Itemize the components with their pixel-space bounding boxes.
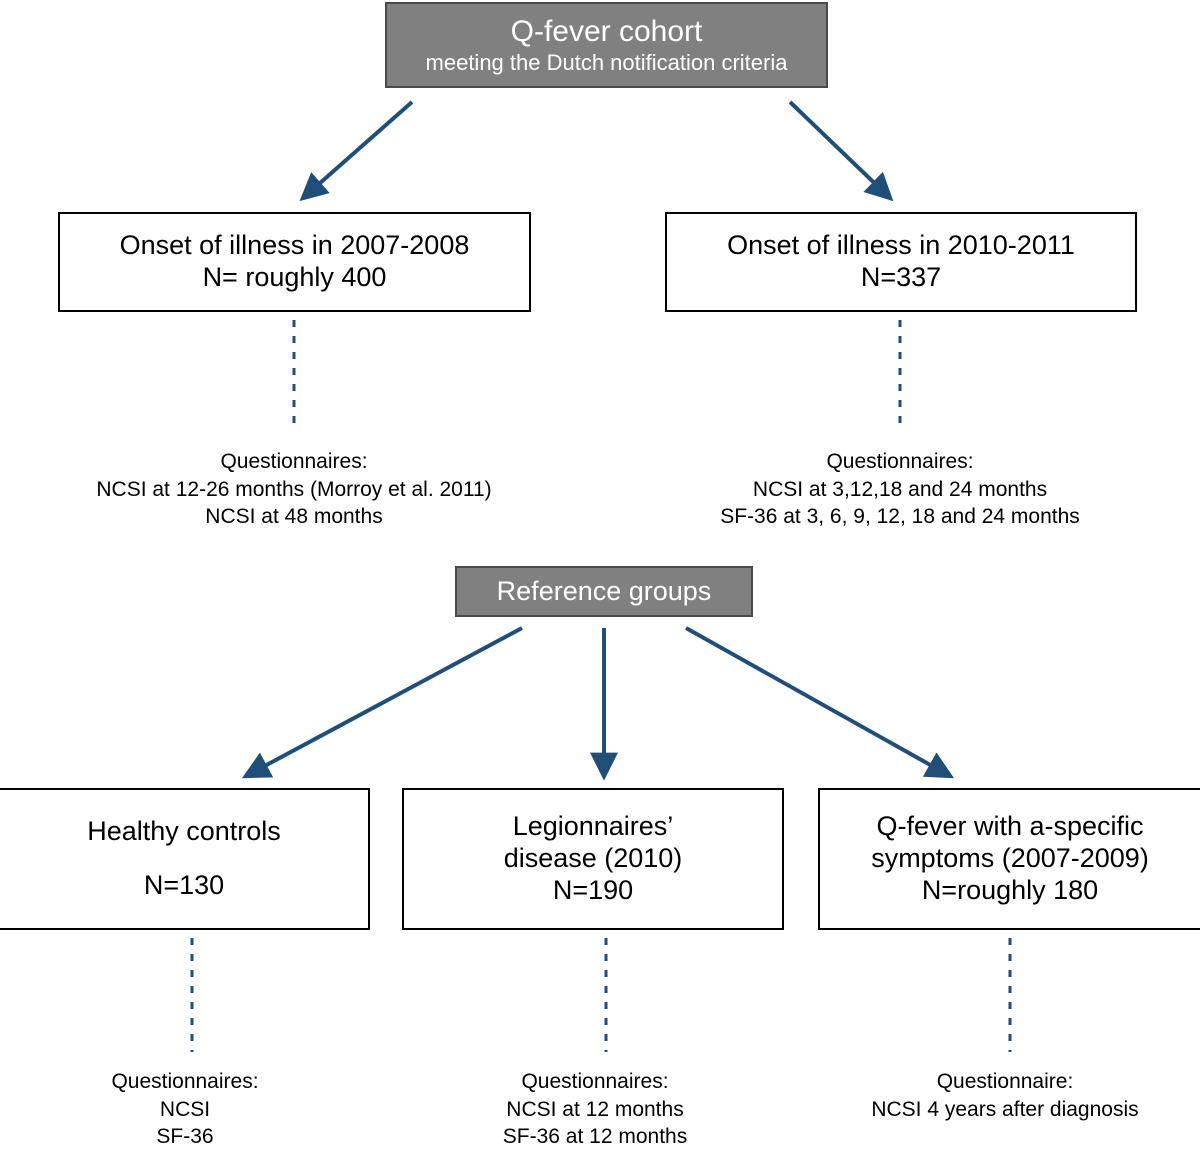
- caption-legionnaires-line2: NCSI at 12 months: [506, 1097, 684, 1121]
- node-legionnaires-disease-line1: Legionnaires’: [512, 811, 674, 842]
- node-q-fever-cohort-title: Q-fever cohort: [510, 15, 703, 49]
- caption-qfever-line1: Questionnaire:: [936, 1070, 1074, 1093]
- node-onset-2007-2008-line2: N= roughly 400: [202, 262, 387, 292]
- node-onset-2010-2011-line2: N=337: [860, 262, 942, 292]
- caption-healthy-line2: NCSI: [159, 1097, 211, 1121]
- caption-qfever-line2: NCSI 4 years after diagnosis: [871, 1097, 1139, 1121]
- node-healthy-controls-line1: Healthy controls: [87, 816, 281, 847]
- caption-qfever-aspecific-questionnaire: Questionnaire: NCSI 4 years after diagno…: [840, 1068, 1170, 1123]
- caption-right-cohort-line1: Questionnaires:: [826, 450, 974, 473]
- node-reference-groups: Reference groups: [455, 566, 753, 617]
- node-q-fever-cohort-subtitle: meeting the Dutch notification criteria: [425, 49, 788, 75]
- caption-left-cohort-line1: Questionnaires:: [220, 450, 368, 473]
- caption-legionnaires-line3: SF-36 at 12 months: [502, 1125, 688, 1149]
- caption-right-cohort-line2: NCSI at 3,12,18 and 24 months: [752, 477, 1048, 501]
- node-qfever-aspecific-line3: N=roughly 180: [921, 874, 1099, 905]
- node-healthy-controls-line2: N=130: [143, 870, 225, 900]
- node-legionnaires-disease: Legionnaires’ disease (2010) N=190: [402, 788, 784, 930]
- caption-left-cohort-line2: NCSI at 12-26 months (Morroy et al. 2011…: [96, 477, 492, 501]
- node-onset-2007-2008: Onset of illness in 2007-2008 N= roughly…: [58, 212, 531, 312]
- node-qfever-aspecific-line1: Q-fever with a-specific: [876, 811, 1144, 842]
- node-healthy-controls: Healthy controls N=130: [0, 788, 370, 930]
- node-q-fever-cohort: Q-fever cohort meeting the Dutch notific…: [385, 2, 828, 88]
- caption-healthy-controls-questionnaires: Questionnaires: NCSI SF-36: [20, 1068, 350, 1151]
- caption-right-cohort-questionnaires: Questionnaires: NCSI at 3,12,18 and 24 m…: [640, 448, 1160, 531]
- caption-right-cohort-line3: SF-36 at 3, 6, 9, 12, 18 and 24 months: [720, 505, 1080, 529]
- arrow-cohort-to-onset-2010: [788, 100, 894, 202]
- node-reference-groups-title: Reference groups: [496, 575, 712, 606]
- node-onset-2007-2008-line1: Onset of illness in 2007-2008: [119, 230, 470, 261]
- caption-legionnaires-questionnaires: Questionnaires: NCSI at 12 months SF-36 …: [430, 1068, 760, 1151]
- caption-healthy-line1: Questionnaires:: [111, 1070, 259, 1093]
- node-legionnaires-disease-line3: N=190: [552, 874, 634, 905]
- arrow-reference-to-healthy: [241, 626, 523, 779]
- caption-legionnaires-line1: Questionnaires:: [521, 1070, 669, 1093]
- node-qfever-aspecific-line2: symptoms (2007-2009): [871, 843, 1149, 874]
- caption-healthy-line3: SF-36: [156, 1125, 214, 1149]
- node-onset-2010-2011: Onset of illness in 2010-2011 N=337: [665, 212, 1137, 312]
- caption-left-cohort-questionnaires: Questionnaires: NCSI at 12-26 months (Mo…: [20, 448, 568, 531]
- arrow-cohort-to-onset-2007: [299, 100, 414, 202]
- node-legionnaires-disease-line2: disease (2010): [503, 843, 683, 874]
- arrow-reference-to-qfever-aspecific: [685, 626, 955, 779]
- node-onset-2010-2011-line1: Onset of illness in 2010-2011: [727, 230, 1075, 261]
- caption-left-cohort-line3: NCSI at 48 months: [205, 505, 383, 529]
- node-qfever-aspecific-symptoms: Q-fever with a-specific symptoms (2007-2…: [818, 788, 1200, 930]
